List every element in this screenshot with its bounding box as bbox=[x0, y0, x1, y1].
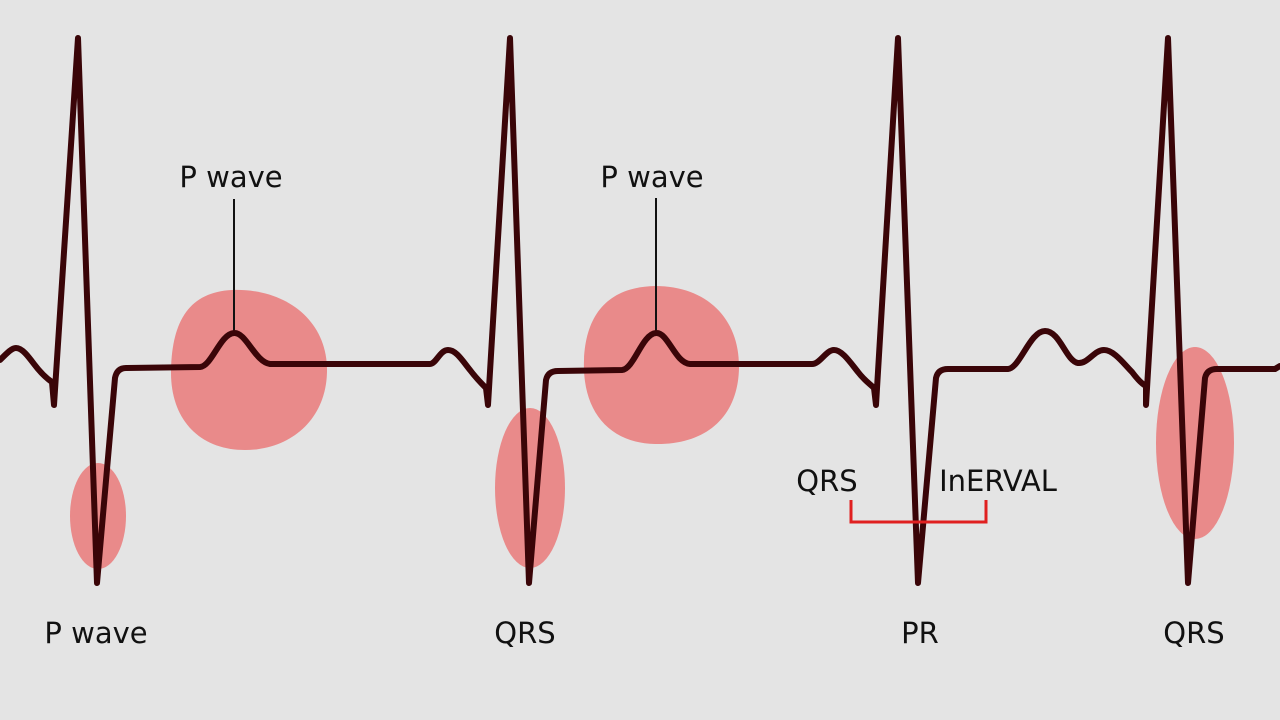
highlight-p-wave-1 bbox=[170, 289, 328, 450]
bottom-pr-label: PR bbox=[901, 616, 939, 650]
interval-bracket bbox=[849, 500, 988, 524]
highlight-p-wave-2 bbox=[583, 286, 740, 445]
highlight-qrs-3 bbox=[1156, 347, 1234, 539]
top-p-wave-label-2: P wave bbox=[600, 160, 704, 194]
top-p-wave-label-1: P wave bbox=[179, 160, 283, 194]
highlight-regions bbox=[70, 286, 1234, 569]
interval-left-label: QRS bbox=[796, 464, 858, 498]
interval-right-label: InERVAL bbox=[939, 464, 1057, 498]
highlight-qrs-2 bbox=[495, 408, 565, 568]
bottom-qrs-label-1: QRS bbox=[494, 616, 556, 650]
bottom-p-wave-label: P wave bbox=[44, 616, 148, 650]
ecg-trace bbox=[0, 35, 1280, 586]
p-wave-leaders bbox=[233, 198, 657, 333]
bottom-qrs-label-2: QRS bbox=[1163, 616, 1225, 650]
highlight-qrs-1 bbox=[70, 463, 126, 569]
